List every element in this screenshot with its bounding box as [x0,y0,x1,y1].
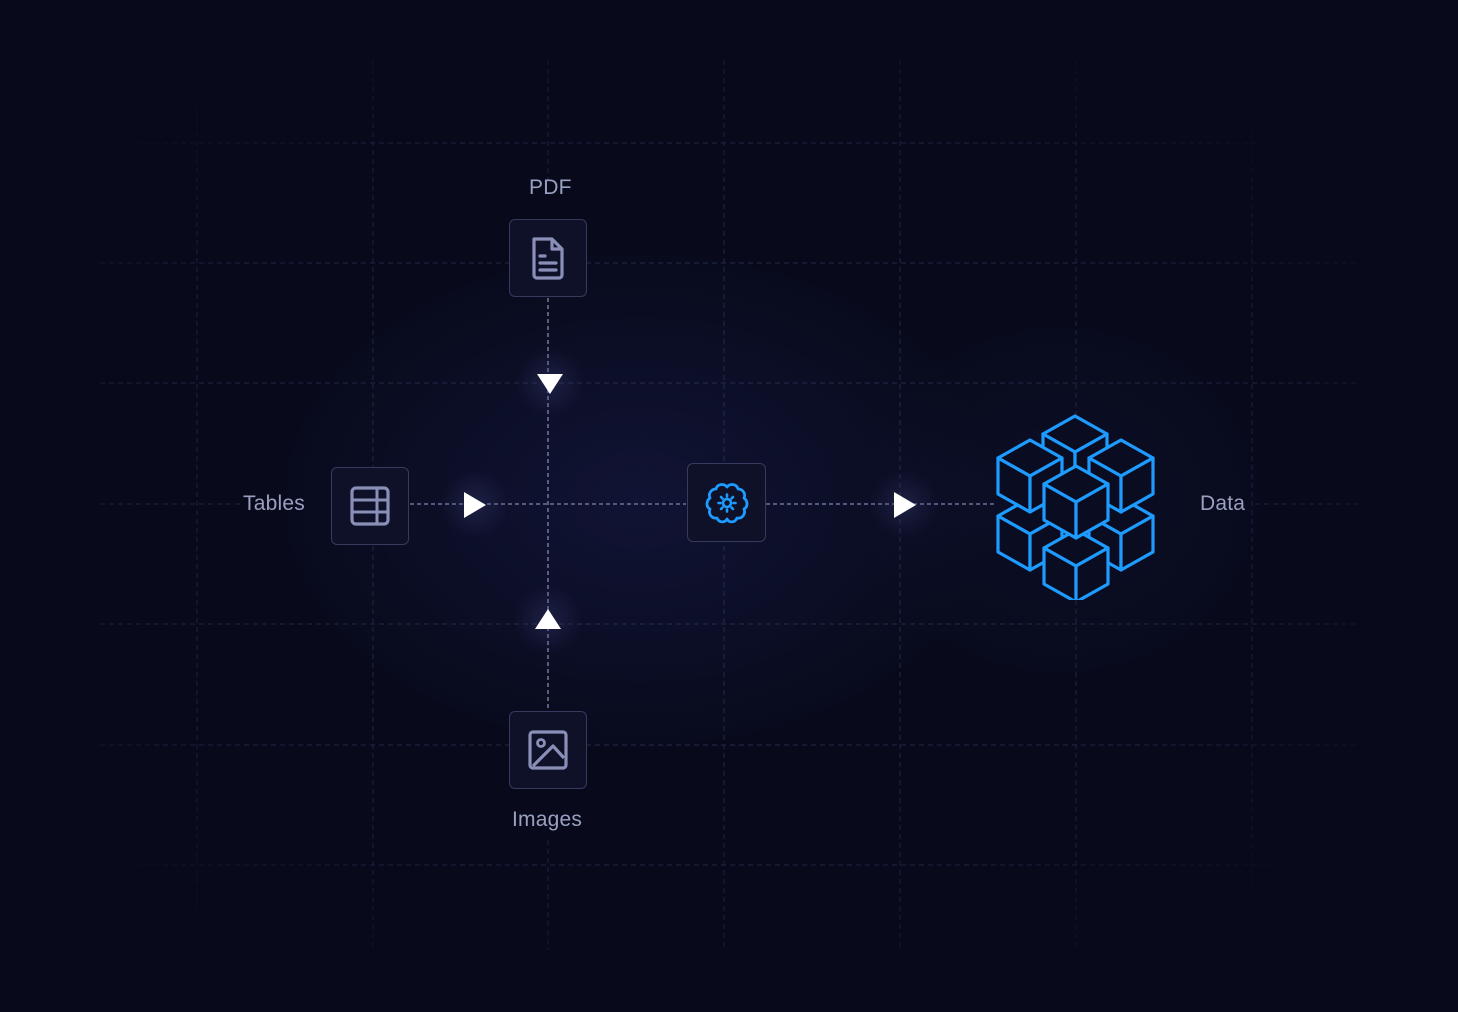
cubes-icon[interactable] [990,408,1165,600]
tables-label: Tables [243,492,305,515]
document-icon [532,237,564,280]
pdf-label: PDF [529,176,572,199]
pdf-node[interactable] [509,219,587,297]
images-node[interactable] [509,711,587,789]
image-icon [528,730,568,770]
tables-node[interactable] [331,467,409,545]
ai-processor-node[interactable] [687,463,766,542]
arrow-right-icon [894,492,916,518]
arrow-down-icon [537,374,563,394]
table-icon [350,486,390,526]
brain-gear-icon [705,482,748,523]
arrow-up-icon [535,609,561,629]
data-label: Data [1200,492,1246,515]
images-label: Images [512,808,583,831]
arrow-right-icon [464,492,486,518]
